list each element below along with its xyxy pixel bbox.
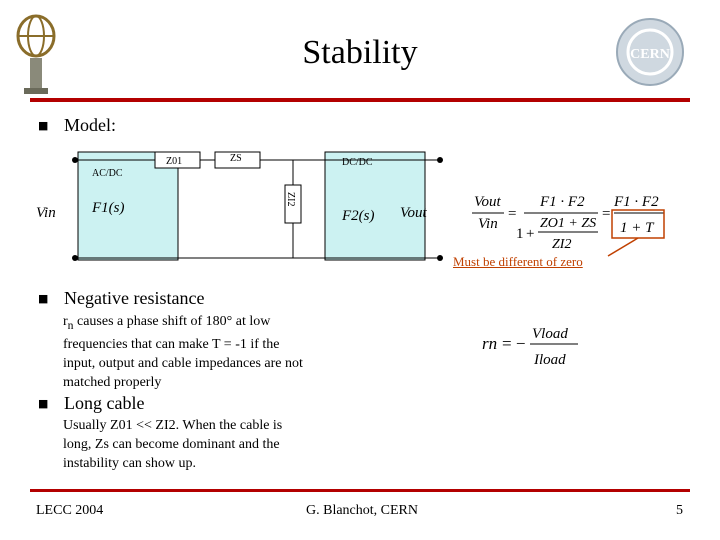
lhc-logo (16, 14, 56, 94)
zi2-label: ZI2 (285, 192, 296, 206)
rn-subscript: n (67, 318, 74, 332)
zs-impedance (214, 151, 261, 169)
formula-rhs-den: 1 + T (620, 220, 655, 236)
z01-impedance (154, 151, 201, 169)
bullet-square-icon: ■ (38, 397, 49, 410)
formula-vin: Vin (478, 216, 498, 232)
acdc-label: AC/DC (92, 168, 123, 179)
acdc-box (77, 151, 179, 261)
f1-label: F1(s) (91, 200, 125, 216)
footer-author: G. Blanchot, CERN (306, 503, 418, 518)
rn-formula-vload: Vload (532, 326, 568, 342)
svg-text:=: = (508, 206, 516, 222)
footer-page-number: 5 (676, 503, 683, 518)
bullet-long-cable: ■Long cable (38, 393, 145, 413)
annotation-must-be-nonzero: Must be different of zero (453, 254, 583, 269)
title-rule (30, 98, 690, 102)
formula-rhs-num: F1 · F2 (613, 194, 659, 210)
bullet-square-icon: ■ (38, 292, 49, 305)
annotation-arrow (607, 237, 639, 257)
transfer-function-formula: Vout Vin = F1 · F2 1 + ZO1 + ZS ZI2 = F1… (472, 194, 665, 257)
circuit-diagram: AC/DC DC/DC Z01 ZS ZI2 Vin Vout F1(s) F2… (36, 151, 443, 261)
cern-logo: CERN (616, 18, 684, 86)
footer-conference: LECC 2004 (36, 503, 104, 518)
svg-text:=: = (602, 206, 610, 222)
long-cable-text: Usually Z01 << ZI2. When the cable is lo… (63, 418, 283, 471)
zs-label: ZS (230, 153, 242, 164)
rn-formula-rn: rn (482, 334, 497, 353)
rn-formula-iload: Iload (533, 352, 566, 368)
bullet-square-icon: ■ (38, 119, 49, 132)
footer-rule (30, 489, 690, 492)
negative-resistance-text: rn causes a phase shift of 180° at low f… (63, 314, 303, 390)
dcdc-label: DC/DC (342, 157, 373, 168)
cern-logo-text: CERN (630, 47, 670, 62)
dcdc-box (324, 151, 426, 261)
slide-title: Stability (302, 34, 418, 71)
bullet-model: ■Model: (38, 115, 116, 135)
bullet-negative-resistance: ■Negative resistance (38, 288, 205, 308)
formula-plus: + (526, 226, 534, 242)
rn-symbol: r (63, 314, 68, 329)
rn-formula-equals: = − (502, 334, 525, 353)
vin-label: Vin (36, 205, 56, 221)
formula-zo-zs: ZO1 + ZS (540, 216, 596, 231)
formula-f1f2: F1 · F2 (539, 194, 585, 210)
rn-formula: rn = − Vload Iload (482, 326, 578, 368)
z01-label: Z01 (166, 156, 182, 167)
vout-label: Vout (400, 205, 428, 221)
formula-vout: Vout (474, 194, 502, 210)
formula-zi2: ZI2 (552, 237, 571, 252)
formula-one: 1 (516, 226, 524, 242)
f2-label: F2(s) (341, 208, 375, 224)
